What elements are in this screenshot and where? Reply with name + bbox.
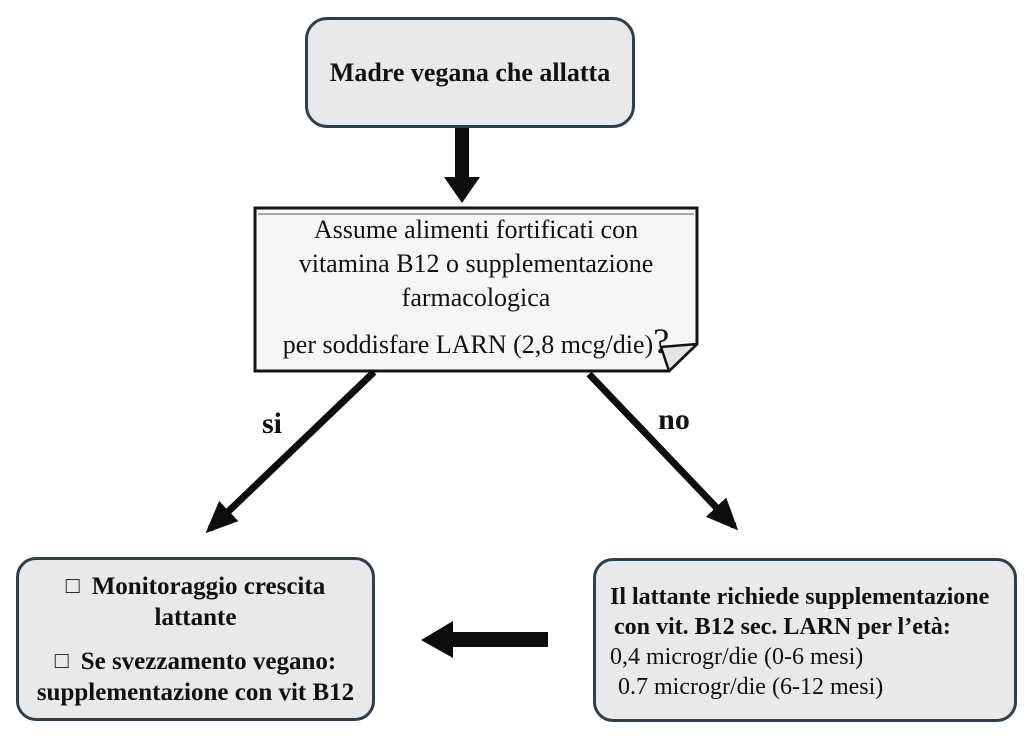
check-item-text: Monitoraggio crescita <box>91 572 326 600</box>
check-item: □ Se svezzamento vegano: supplementazione… <box>37 646 354 708</box>
question-line: farmacologica <box>401 283 551 312</box>
check-item-text: Se svezzamento vegano: <box>80 647 337 675</box>
edge-label-yes: si <box>261 407 282 440</box>
arrow-start-to-question <box>444 128 480 203</box>
no-outcome-line: 0,4 microgr/die (0-6 mesi) <box>610 644 864 670</box>
no-outcome-line: Il lattante richiede supplementazione <box>610 584 990 610</box>
edge-label-no: no <box>658 403 690 436</box>
no-outcome-line: con vit. B12 sec. LARN per l’età: <box>614 614 951 640</box>
check-item-line1: □ Se svezzamento vegano: <box>37 646 354 677</box>
question-mark: ? <box>653 321 670 361</box>
question-line: Assume alimenti fortificati con <box>313 215 639 244</box>
start-node: Madre vegana che allatta <box>305 17 635 128</box>
checkbox-icon: □ <box>54 647 69 673</box>
question-last-line-text: per soddisfare LARN (2,8 mcg/die) <box>282 330 654 359</box>
yes-outcome-node: □ Monitoraggio crescita lattante □ Se svez… <box>16 557 375 721</box>
check-item-line2: lattante <box>154 603 237 631</box>
question-line: vitamina B12 o supplementazione <box>298 249 654 278</box>
check-item-line1: □ Monitoraggio crescita <box>66 571 325 602</box>
arrow-no-outcome-to-yes-outcome <box>421 621 548 658</box>
start-node-label: Madre vegana che allatta <box>329 57 611 87</box>
check-item: □ Monitoraggio crescita lattante <box>66 571 325 633</box>
question-last-line: per soddisfare LARN (2,8 mcg/die)? <box>258 321 694 362</box>
checkbox-icon: □ <box>65 572 80 598</box>
no-outcome-node: Il lattante richiede supplementazione co… <box>593 558 1017 722</box>
folded-corner-icon <box>659 342 699 373</box>
check-item-line2: supplementazione con vit B12 <box>36 678 355 706</box>
no-outcome-line: 0.7 microgr/die (6-12 mesi) <box>618 674 884 700</box>
arrow-no <box>586 371 739 531</box>
question-node-text: Assume alimenti fortificati con vitamina… <box>258 213 694 362</box>
arrow-yes <box>205 369 377 534</box>
